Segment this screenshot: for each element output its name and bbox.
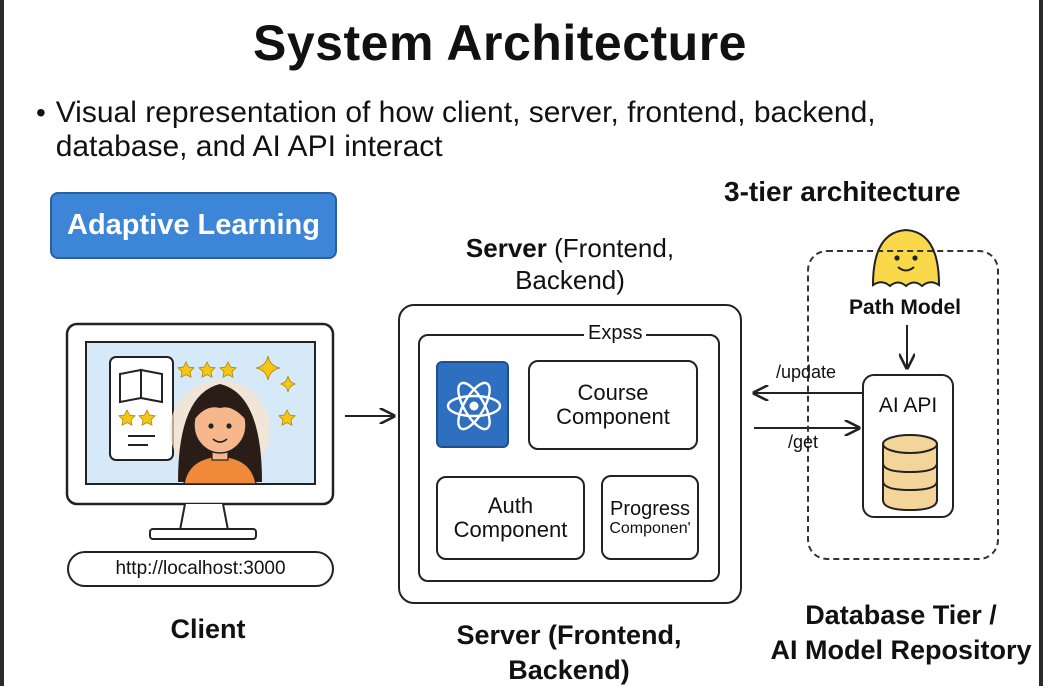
get-edge-label: /get [788,432,819,452]
badge-label: Adaptive Learning [67,209,320,241]
bullet-item: • Visual representation of how client, s… [36,96,976,164]
book-card-icon [109,356,174,461]
client-url: http://localhost:3000 [67,551,334,587]
server-top-label: Server (Frontend, Backend) [440,232,700,296]
sparkle-icon [255,355,297,393]
client-caption: Client [170,614,246,644]
course-label-line2: Component [556,404,670,429]
react-icon [436,361,509,448]
bullet-dot-icon: • [36,97,46,128]
ai-api-box [862,374,954,518]
server-caption-line1: Server (Frontend, [456,620,682,650]
ai-api-label: AI API [878,394,938,417]
server-caption-line2: Backend) [508,655,630,685]
server-top-bold: Server [465,233,547,263]
database-tier-boundary [807,250,999,560]
adaptive-learning-badge: Adaptive Learning [50,192,337,259]
database-icon [882,434,938,512]
database-caption-line2: AI Model Repository [770,635,1032,665]
auth-component-box: Auth Component [436,476,585,560]
path-model-label: Path Model [848,296,961,319]
database-caption-line1: Database Tier / [805,600,997,630]
express-label: Expss [584,322,647,345]
progress-component-box: Progress Componen' [601,475,699,560]
left-frame-edge [0,0,4,686]
client-url-text: http://localhost:3000 [115,558,286,579]
update-edge-label: /update [776,362,837,382]
bullet-text: Visual representation of how client, ser… [55,96,876,163]
course-component-box: Course Component [528,360,698,450]
progress-label-line1: Progress [609,497,691,520]
server-caption: Server (Frontend, Backend) [424,618,714,686]
tier-label: 3-tier architecture [724,176,961,207]
server-top-rest: (Frontend, [546,233,675,263]
star-icon [118,361,296,426]
user-avatar-icon [170,380,270,485]
progress-label-line2: Componen' [609,519,691,537]
page-title: System Architecture [253,15,747,71]
database-caption: Database Tier / AI Model Repository [760,598,1042,668]
server-top-line2: Backend) [515,265,625,295]
auth-label-line2: Component [453,517,568,542]
auth-label-line1: Auth [487,493,534,518]
right-frame-edge [1039,0,1043,686]
ghost-mascot-icon [871,228,941,288]
course-label-line1: Course [577,380,649,405]
